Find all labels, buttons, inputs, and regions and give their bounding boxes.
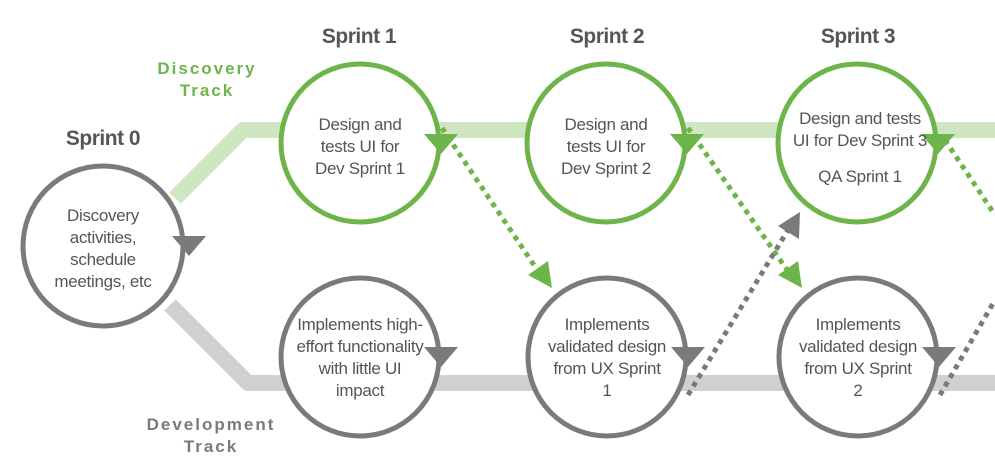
sprint0-title: Sprint 0 xyxy=(65,127,141,150)
development-arrowhead-2 xyxy=(671,347,705,367)
qa-arrowhead-1 xyxy=(778,212,800,239)
handoff-arrowhead-2 xyxy=(778,261,802,288)
sprint1-title: Sprint 1 xyxy=(321,25,397,48)
discovery-item-3-text: Design and tests UI for Dev Sprint 3 xyxy=(792,109,928,150)
development-item-2-text: Implements validated design from UX Spri… xyxy=(547,315,667,400)
development-item-3-text: Implements validated design from UX Spri… xyxy=(798,315,918,400)
sprint3-title: Sprint 3 xyxy=(820,25,896,48)
discovery-item-3: Design and tests UI for Dev Sprint 3 QA … xyxy=(793,108,928,188)
discovery-track-label: Discovery Track xyxy=(157,59,257,100)
development-item-1-text: Implements high-effort functionality wit… xyxy=(296,315,424,400)
discovery-item-1-text: Design and tests UI for Dev Sprint 1 xyxy=(315,115,405,178)
development-arrowhead-3 xyxy=(922,347,956,367)
development-track-band xyxy=(164,299,995,391)
discovery-item-3-extra: QA Sprint 1 xyxy=(818,167,902,186)
qa-arrow-line-1 xyxy=(685,228,791,397)
sprint2-title: Sprint 2 xyxy=(569,25,645,48)
handoff-arrow-line-2 xyxy=(685,126,793,276)
handoff-arrow-line-3 xyxy=(942,138,995,217)
sprint0-arrowhead xyxy=(172,236,206,256)
discovery-item-2-text: Design and tests UI for Dev Sprint 2 xyxy=(561,115,651,178)
development-track-label: Development Track xyxy=(146,415,276,456)
development-arrowhead-1 xyxy=(424,347,458,367)
discovery-arrowhead-3 xyxy=(921,134,955,154)
handoff-arrowhead-1 xyxy=(528,261,552,288)
sprint0-description: Discovery activities, schedule meetings,… xyxy=(54,206,152,291)
qa-arrow-line-2 xyxy=(937,298,995,397)
discovery-track-band xyxy=(169,122,995,204)
